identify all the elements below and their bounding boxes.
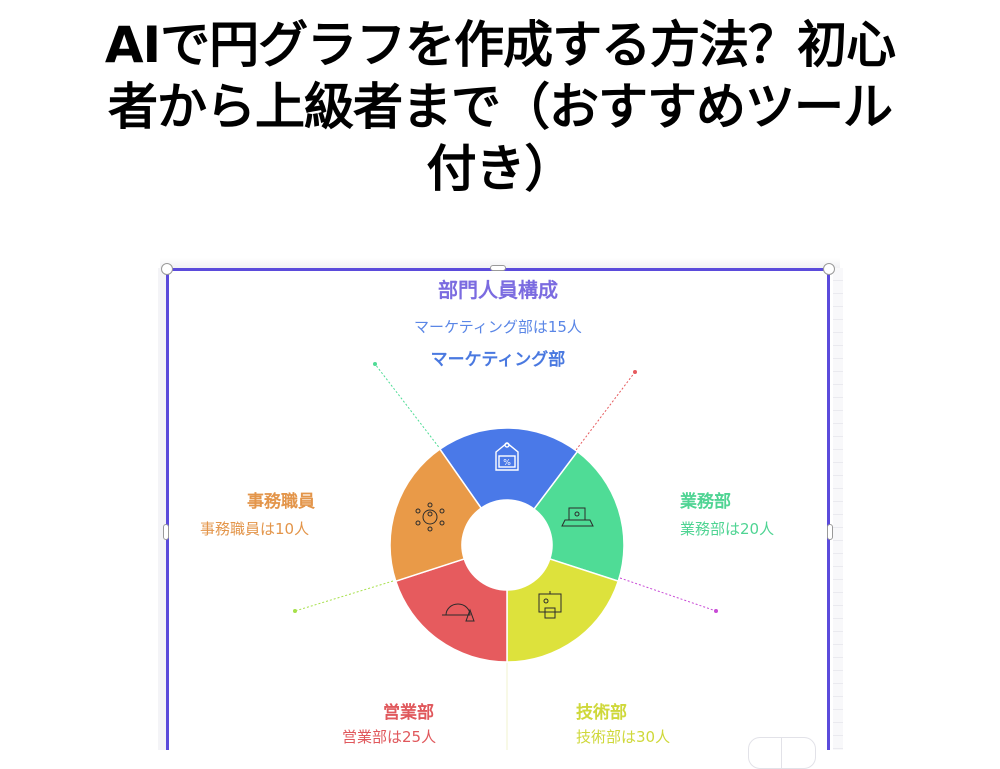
price-tag-icon: % (495, 442, 519, 471)
segment-admin[interactable] (389, 448, 483, 583)
canvas-top-shade (160, 258, 840, 268)
segment-engineering[interactable] (506, 557, 620, 663)
label-name-marketing: マーケティング部 (430, 350, 566, 370)
label-caption-marketing: マーケティング部は15人 (414, 318, 582, 336)
donut-chart: % (293, 362, 718, 750)
label-caption-sales: 営業部は25人 (342, 728, 437, 746)
label-name-engineering: 技術部 (576, 703, 627, 723)
resize-handle-left[interactable] (163, 524, 169, 540)
label-caption-operations: 業務部は20人 (680, 520, 775, 538)
leader-dot (633, 370, 637, 374)
leader-line-marketing-right (575, 371, 636, 451)
segment-sales[interactable] (394, 557, 508, 663)
segment-operations[interactable] (533, 450, 625, 583)
headline-line-1: AIで円グラフを作成する方法？初心 (104, 16, 896, 74)
resize-handle-top-right[interactable] (823, 263, 835, 275)
leader-line-admin (294, 580, 394, 612)
leader-line-marketing-left (374, 363, 442, 451)
leader-line-operations (619, 577, 717, 612)
resize-handle-top-left[interactable] (161, 263, 173, 275)
leader-dot (293, 609, 297, 613)
chart-selection-frame[interactable] (166, 268, 830, 750)
segment-marketing[interactable] (438, 427, 579, 511)
article-headline: AIで円グラフを作成する方法？初心 者から上級者まで（おすすめツール 付き） (0, 14, 1000, 200)
chart-title: 部門人員構成 (438, 278, 558, 302)
resize-handle-top[interactable] (490, 265, 506, 271)
resize-handle-right[interactable] (827, 524, 833, 540)
label-caption-admin: 事務職員は10人 (200, 520, 310, 538)
svg-text:%: % (503, 458, 511, 467)
leader-dot (714, 609, 718, 613)
vertical-ruler (833, 268, 843, 750)
leader-dot (373, 362, 377, 366)
label-name-operations: 業務部 (680, 492, 731, 512)
canvas-left-edge (158, 268, 166, 750)
label-name-sales: 営業部 (383, 703, 434, 723)
headline-line-3: 付き） (426, 140, 575, 198)
zoom-control[interactable] (748, 737, 816, 769)
hard-hat-icon (442, 603, 475, 622)
label-name-admin: 事務職員 (247, 492, 315, 512)
label-caption-engineering: 技術部は30人 (576, 728, 671, 746)
computer-desk-icon (561, 507, 594, 527)
headline-line-2: 者から上級者まで（おすすめツール (108, 78, 893, 136)
network-people-icon (415, 502, 445, 532)
presentation-board-icon (538, 591, 562, 619)
